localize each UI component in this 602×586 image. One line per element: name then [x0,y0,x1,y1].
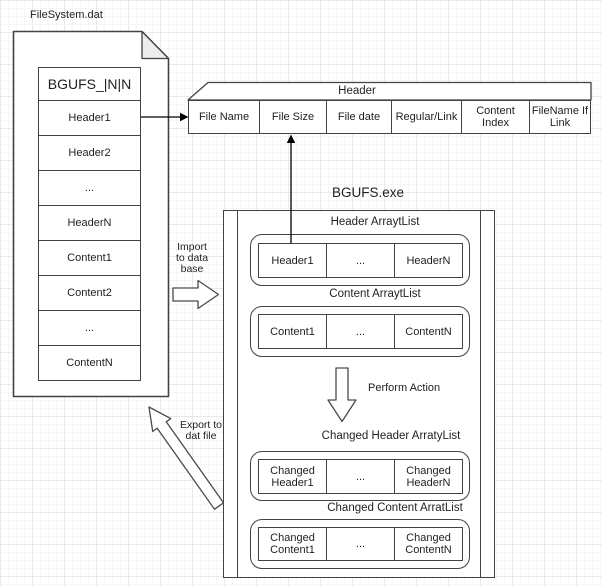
header-fields-row: File Name File Size File date Regular/Li… [188,100,591,134]
list-table-header: Header1 ... HeaderN [258,243,463,278]
header-field-file-size: File Size [259,101,326,133]
list-label-header-arraylist: Header ArraytList [330,216,420,228]
header-shape-title: Header [338,85,376,97]
process-side-line-right [479,211,481,577]
header-field-content-index: Content Index [461,101,529,133]
header-field-filename-if-link: FileName If Link [529,101,590,133]
table-row: ContentN [39,345,140,380]
list-label-changed-header-arraylist: Changed Header ArratyList [321,430,461,442]
list-label-changed-content-arraylist: Changed Content ArratList [327,502,463,514]
table-row: Header1 [39,100,140,135]
perform-action-label: Perform Action [368,382,441,394]
table-row: Header2 [39,135,140,170]
list-item: Content1 [270,325,315,338]
filesystem-table: BGUFS_|N|N Header1 Header2 ... HeaderN C… [38,67,141,381]
header-field-file-date: File date [326,101,391,133]
list-item: ContentN [394,315,462,348]
filesystem-table-title: BGUFS_|N|N [47,76,132,92]
list-table-changed-header: Changed Header1 ... Changed HeaderN [258,459,463,494]
header-field-file-name: File Name [198,111,250,123]
list-item: Changed Content1 [270,532,315,556]
bgufs-exe-title: BGUFS.exe [331,185,405,200]
list-label-content-arraylist: Content ArraytList [329,288,421,300]
table-row: Content2 [39,275,140,310]
list-item: ... [326,244,394,277]
list-table-changed-content: Changed Content1 ... Changed ContentN [258,527,463,561]
table-row: ... [39,170,140,205]
import-block-arrow-icon [172,279,220,310]
export-to-dat-file-label: Export to dat file [179,419,223,442]
list-item: HeaderN [394,244,462,277]
filesystem-dat-label: FileSystem.dat [30,9,103,21]
document-fold-corner [141,30,170,60]
table-row: ... [39,310,140,345]
header-shape-top-face [187,81,592,101]
list-table-content: Content1 ... ContentN [258,314,463,349]
table-row: Content1 [39,240,140,275]
list-item: ... [326,460,394,493]
list-item: Changed Header1 [270,464,315,489]
list-item: Changed HeaderN [394,460,462,493]
arrowhead-up-icon [286,134,296,143]
list-item: ... [326,315,394,348]
process-side-line-left [237,211,239,577]
list-item: Changed ContentN [394,528,462,560]
import-to-database-label: Import to data base [175,241,209,275]
list-item: Header1 [271,254,314,267]
list-item: ... [326,528,394,560]
header-field-regular-link: Regular/Link [391,101,461,133]
table-row: HeaderN [39,205,140,240]
